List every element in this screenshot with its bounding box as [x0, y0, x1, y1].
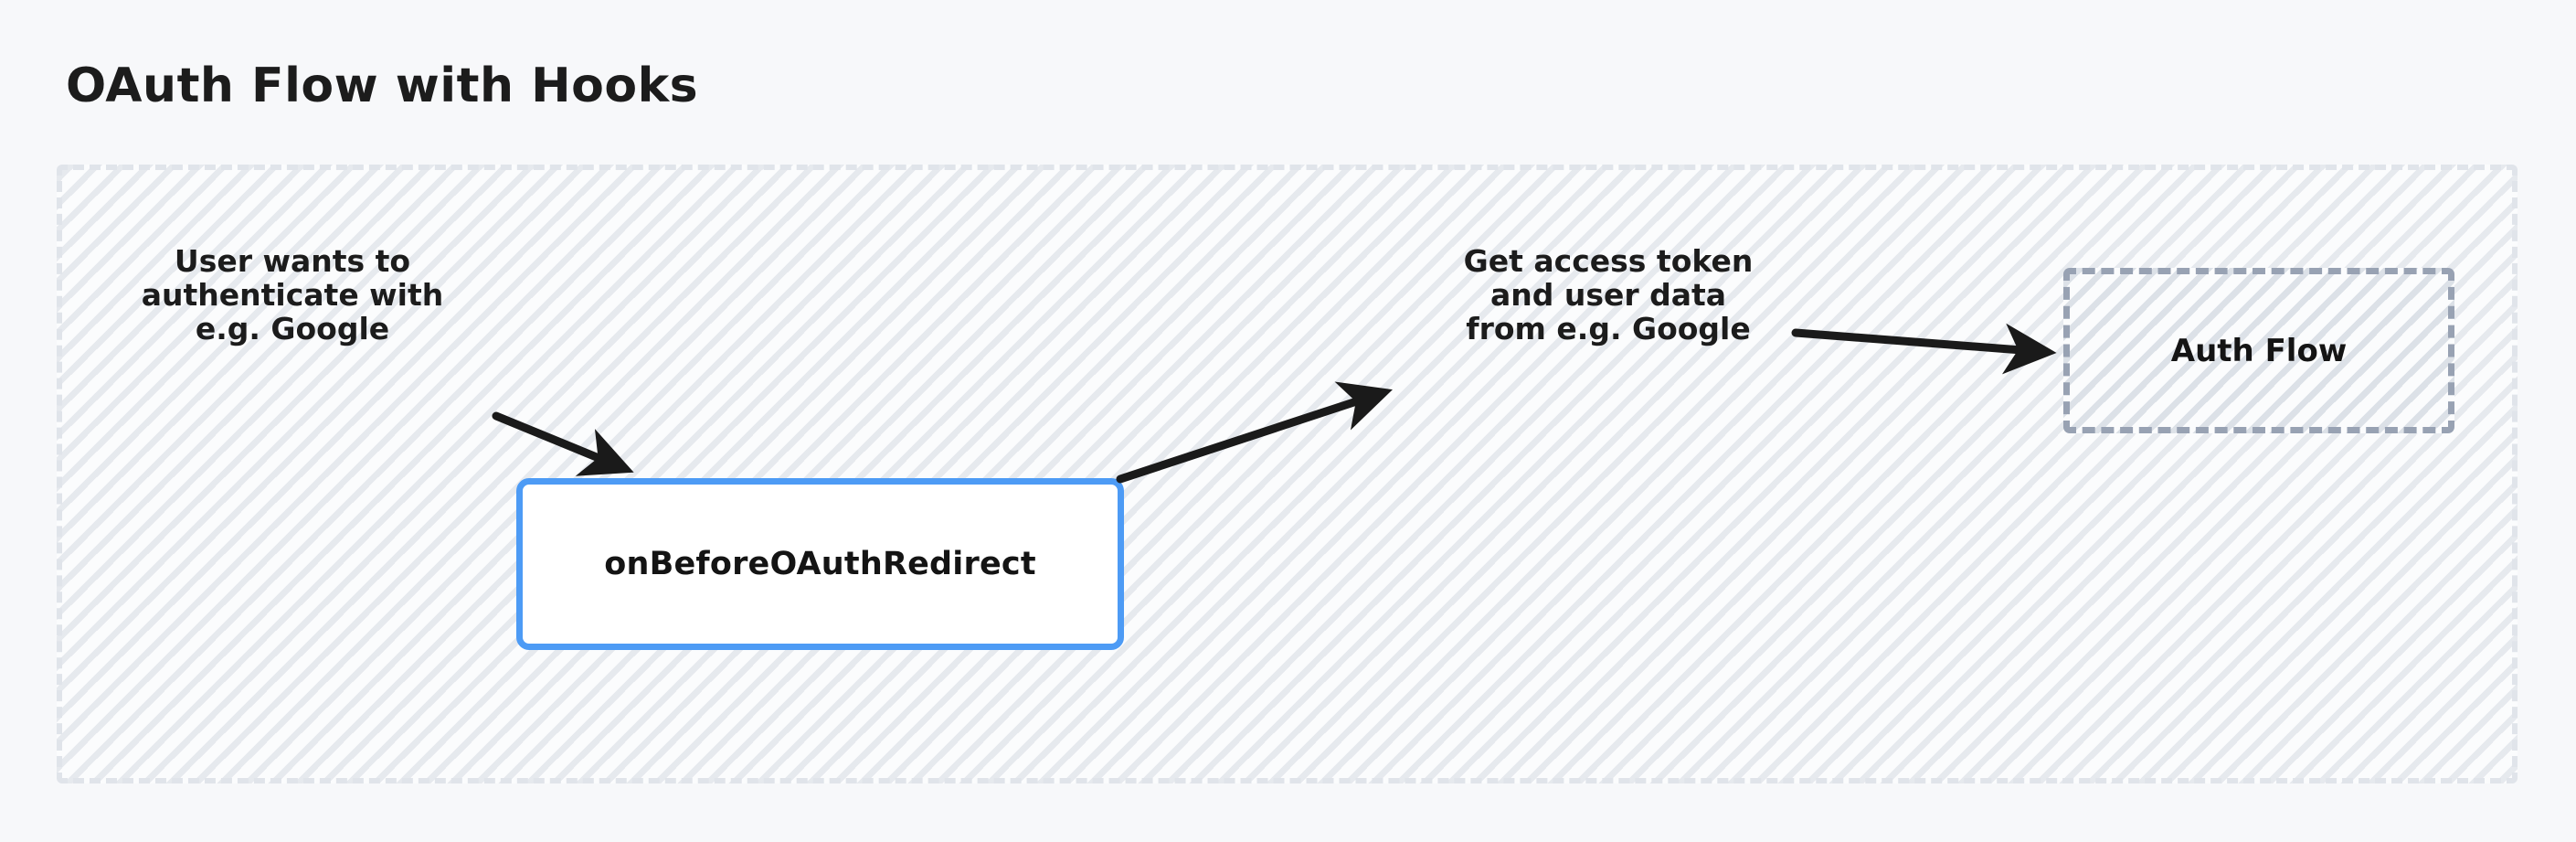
node-on-before-oauth-redirect[interactable]: onBeforeOAuthRedirect: [516, 478, 1124, 650]
node-auth-flow[interactable]: Auth Flow: [2063, 268, 2454, 433]
node-label: Auth Flow: [2170, 332, 2348, 369]
edge-label-user-authenticate: User wants to authenticate with e.g. Goo…: [141, 243, 444, 346]
page-title: OAuth Flow with Hooks: [66, 59, 699, 113]
node-label: onBeforeOAuthRedirect: [604, 546, 1036, 582]
edge-label-get-access-token: Get access token and user data from e.g.…: [1463, 243, 1754, 346]
